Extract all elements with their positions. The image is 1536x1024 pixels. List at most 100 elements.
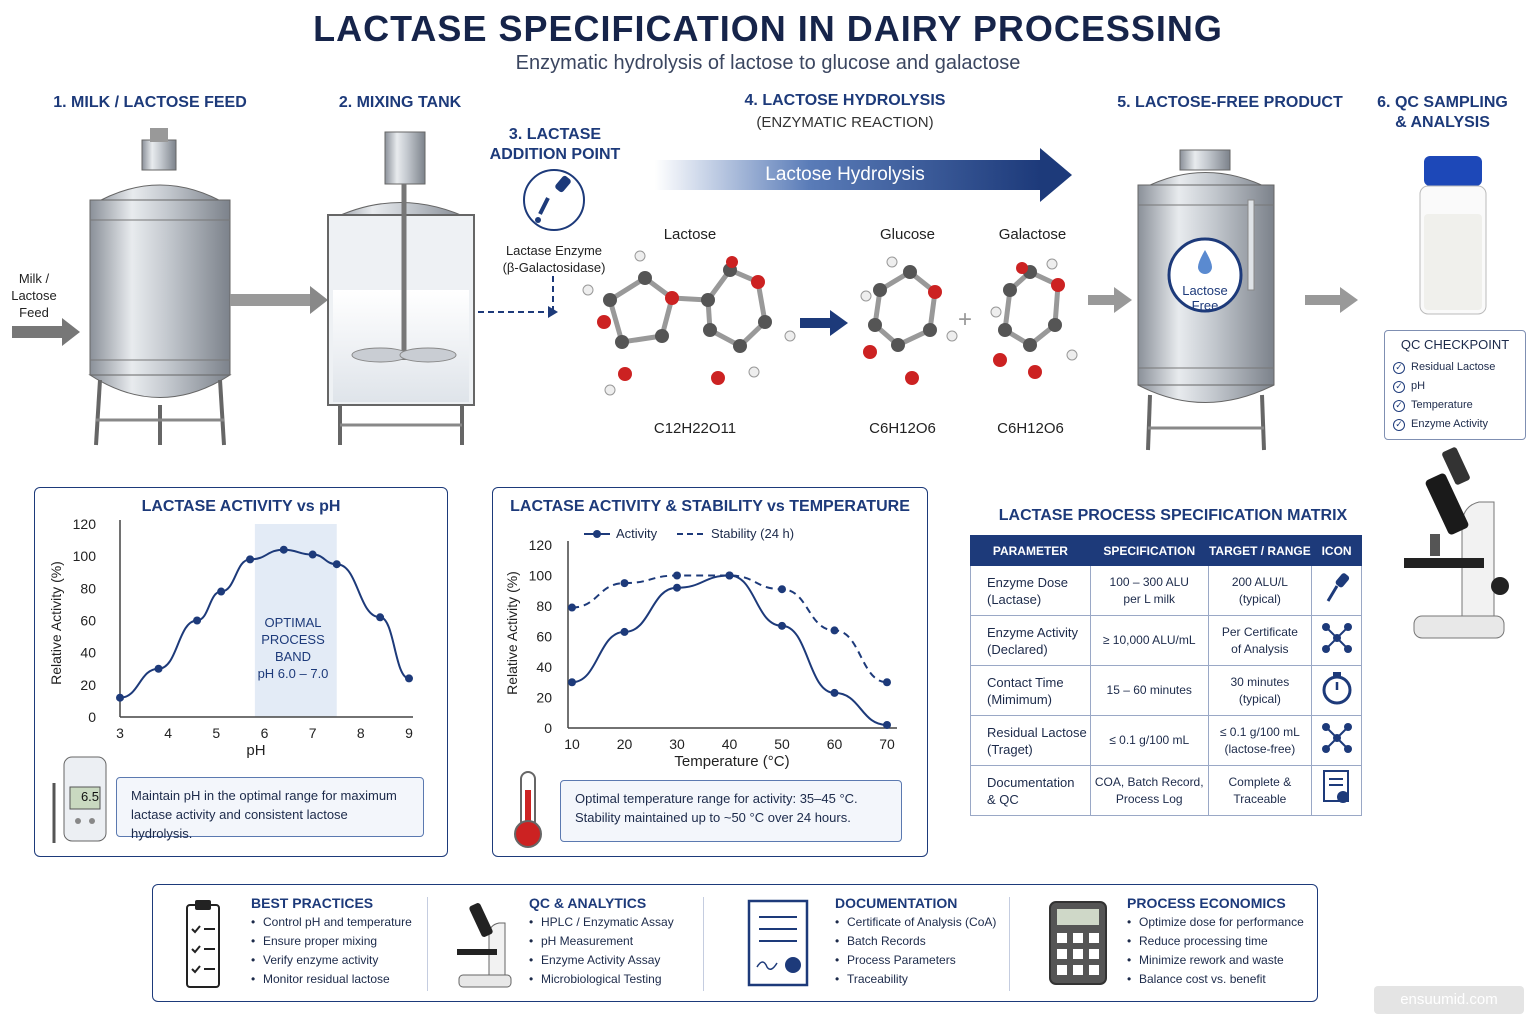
list-item: Enzyme Activity Assay: [529, 951, 674, 970]
lactose-formula: C12H22O11: [653, 420, 737, 437]
footer-divider: [703, 897, 704, 991]
list-item: Reduce processing time: [1127, 932, 1304, 951]
feed-label: Milk / Lactose Feed: [8, 270, 60, 321]
list-item: Balance cost vs. benefit: [1127, 970, 1304, 989]
cell-target: 30 minutes(typical): [1207, 665, 1313, 716]
footer-qc-analytics: QC & ANALYTICS HPLC / Enzymatic Assay pH…: [529, 895, 674, 989]
temp-chart-title: LACTASE ACTIVITY & STABILITY vs TEMPERAT…: [510, 498, 910, 515]
temp-stability-point: [673, 571, 681, 580]
list-item: Ensure proper mixing: [251, 932, 412, 951]
ph-data-point: [154, 664, 163, 673]
economics-title: PROCESS ECONOMICS: [1127, 895, 1286, 911]
plus-sign: +: [958, 306, 973, 333]
temp-stability-point: [568, 603, 576, 612]
hydrolysis-arrow: [655, 148, 1072, 202]
header-parameter: PARAMETER: [970, 535, 1091, 566]
ph-band-label: OPTIMAL PROCESS BAND pH 6.0 – 7.0: [248, 614, 338, 682]
dropper-icon: [1311, 565, 1362, 616]
microscope-icon: [1404, 447, 1509, 639]
feed-label-line2: Lactose: [11, 288, 57, 303]
qc-checkpoint-box: QC CHECKPOINT ✓Residual Lactose ✓pH ✓ Tem…: [1384, 330, 1526, 440]
stage-6-title-line1: 6. QC SAMPLING: [1377, 94, 1508, 111]
cell-parameter: Residual Lactose(Traget): [970, 715, 1091, 766]
list-item: Minimize rework and waste: [1127, 951, 1304, 970]
cell-specification: 15 – 60 minutes: [1089, 665, 1209, 716]
list-item: Control pH and temperature: [251, 913, 412, 932]
qc-item-label: Temperature: [1411, 399, 1473, 411]
temp-x-tick: 70: [879, 736, 895, 752]
temp-activity-point: [778, 621, 786, 630]
cell-specification: ≥ 10,000 ALU/mL: [1089, 615, 1209, 666]
ph-x-tick: 3: [116, 725, 124, 741]
lactose-free-badge-line1: Lactose: [1182, 283, 1228, 298]
ph-x-tick: 4: [164, 725, 172, 741]
molecule-icon: [1311, 715, 1362, 766]
temp-x-tick: 60: [827, 736, 843, 752]
qc-checkpoint-title: QC CHECKPOINT: [1400, 337, 1510, 352]
glucose-formula: C6H12O6: [869, 420, 936, 437]
check-icon: ✓: [1393, 361, 1405, 374]
temp-note-line1: Optimal temperature range for activity: …: [575, 791, 858, 806]
temp-y-tick: 60: [536, 629, 552, 645]
process-illustration: [12, 128, 1487, 451]
temp-note-line2: Stability maintained up to ~50 °C over 2…: [575, 810, 851, 825]
ph-band-label-line3: BAND: [274, 649, 312, 664]
ph-ylabel: Relative Activity (%): [48, 561, 64, 685]
list-item: Batch Records: [835, 932, 996, 951]
enzyme-label: Lactase Enzyme (β-Galactosidase): [494, 242, 614, 276]
lactose-molecule: [582, 250, 796, 396]
cell-target: ≤ 0.1 g/100 mL(lactose-free): [1207, 715, 1313, 766]
ph-y-tick: 80: [80, 580, 96, 596]
feed-arrow: [12, 318, 80, 346]
mixing-tank: [327, 131, 558, 445]
temp-y-tick: 0: [544, 720, 552, 736]
ph-note-line1: Maintain pH in the optimal range for max…: [131, 788, 397, 803]
ph-x-tick: 7: [309, 725, 317, 741]
ph-xlabel: pH: [246, 742, 266, 759]
qc-item-label: Enzyme Activity: [1411, 418, 1489, 430]
cell-target: Complete &Traceable: [1207, 765, 1313, 816]
temp-stability-point: [883, 678, 891, 687]
temp-y-tick: 20: [536, 690, 552, 706]
footer-divider: [427, 897, 428, 991]
ph-y-tick: 20: [80, 677, 96, 693]
page-title: LACTASE SPECIFICATION IN DAIRY PROCESSIN…: [313, 8, 1223, 49]
dropper-badge: [523, 169, 585, 231]
list-item: HPLC / Enzymatic Assay: [529, 913, 674, 932]
temp-activity-point: [883, 720, 891, 729]
ph-x-tick: 5: [212, 725, 220, 741]
ph-y-tick: 100: [73, 548, 97, 564]
reaction-arrow: [800, 310, 848, 336]
stage-3-title: 3. LACTASE ADDITION POINT: [485, 125, 625, 165]
header-target: TARGET / RANGE: [1207, 535, 1313, 566]
stage-4-subtitle: (ENZYMATIC REACTION): [756, 114, 934, 131]
cell-parameter: Documentation& QC: [970, 765, 1091, 816]
list-item: Verify enzyme activity: [251, 951, 412, 970]
ph-x-tick: 9: [405, 725, 413, 741]
page-subtitle: Enzymatic hydrolysis of lactose to gluco…: [515, 52, 1021, 74]
feed-label-line3: Feed: [19, 305, 49, 320]
qc-item: ✓Residual Lactose: [1393, 358, 1517, 377]
microscope-small-icon: [457, 903, 512, 988]
qc-item: ✓pH: [1393, 377, 1517, 396]
temp-y-tick: 80: [536, 598, 552, 614]
list-item: Process Parameters: [835, 951, 996, 970]
ph-chart-text-layer: OPTIMAL PROCESS BAND pH 6.0 – 7.0 pH Rel…: [34, 487, 448, 772]
footer-economics: PROCESS ECONOMICS Optimize dose for perf…: [1127, 895, 1304, 989]
best-practices-title: BEST PRACTICES: [251, 895, 374, 911]
glucose-label: Glucose: [879, 226, 936, 243]
cell-parameter: Enzyme Activity(Declared): [970, 615, 1091, 666]
legend-stability-label: Stability (24 h): [711, 526, 795, 541]
temp-activity-point: [568, 678, 576, 687]
certificate-icon: [1311, 765, 1362, 816]
temp-x-tick: 30: [669, 736, 685, 752]
ph-data-point: [405, 674, 413, 683]
temp-x-tick: 50: [774, 736, 790, 752]
stage-6-title-line2: & ANALYSIS: [1395, 114, 1490, 131]
temp-xlabel: Temperature (°C): [674, 753, 790, 770]
ph-meter-icon: [52, 756, 107, 843]
